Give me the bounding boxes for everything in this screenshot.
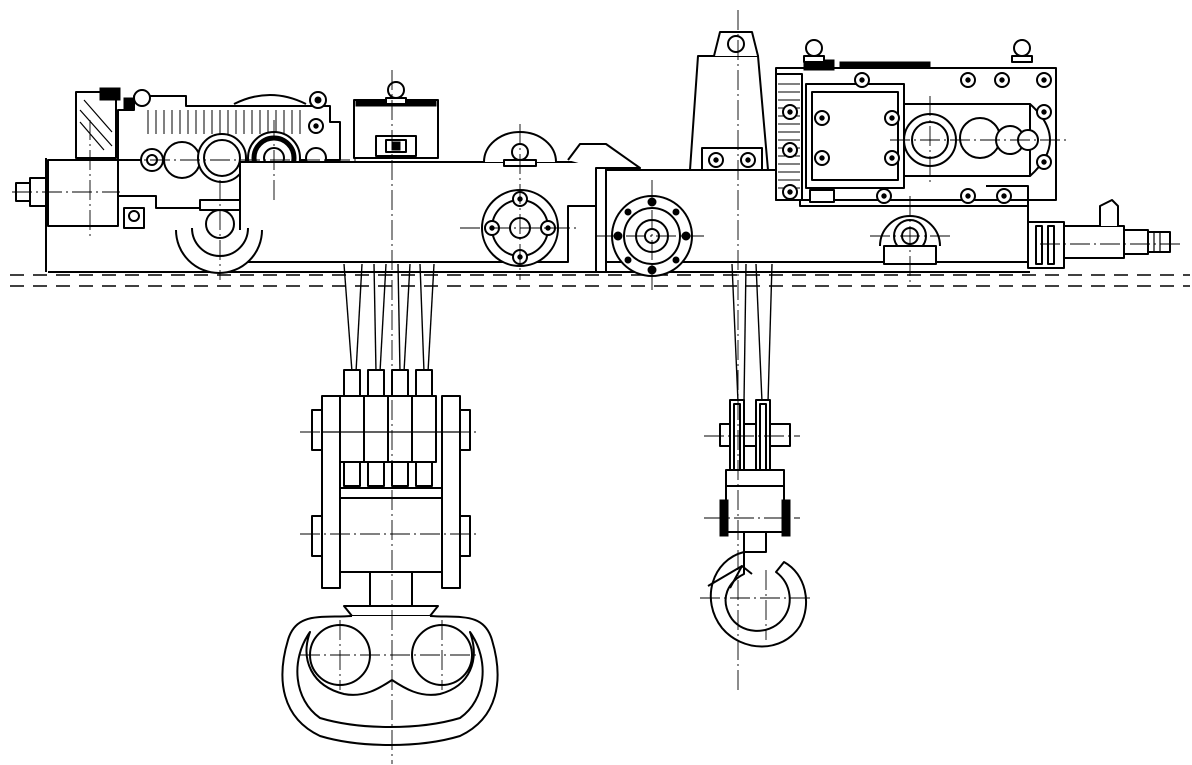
sheave-icon — [339, 369, 437, 487]
left-side-plate — [321, 395, 341, 589]
hoist-ropes — [343, 263, 773, 403]
main-hook-block — [281, 369, 499, 746]
right-trolley — [595, 31, 1171, 277]
right-buffer — [1147, 231, 1171, 253]
gear-teeth-left — [147, 110, 301, 134]
left-trolley — [15, 81, 641, 274]
ramshorn-hook-icon — [281, 615, 499, 746]
rail-lines — [10, 271, 1190, 287]
crosshead — [339, 487, 443, 573]
centerlines — [12, 10, 1180, 764]
hoist-drum-box-left — [353, 99, 439, 159]
right-end-coupling — [1027, 221, 1065, 269]
aux-crosshead — [725, 469, 785, 533]
left-end-housing — [47, 159, 119, 227]
right-side-plate — [441, 395, 461, 589]
hook-icon — [707, 551, 808, 648]
auxiliary-hook-block — [707, 399, 808, 648]
